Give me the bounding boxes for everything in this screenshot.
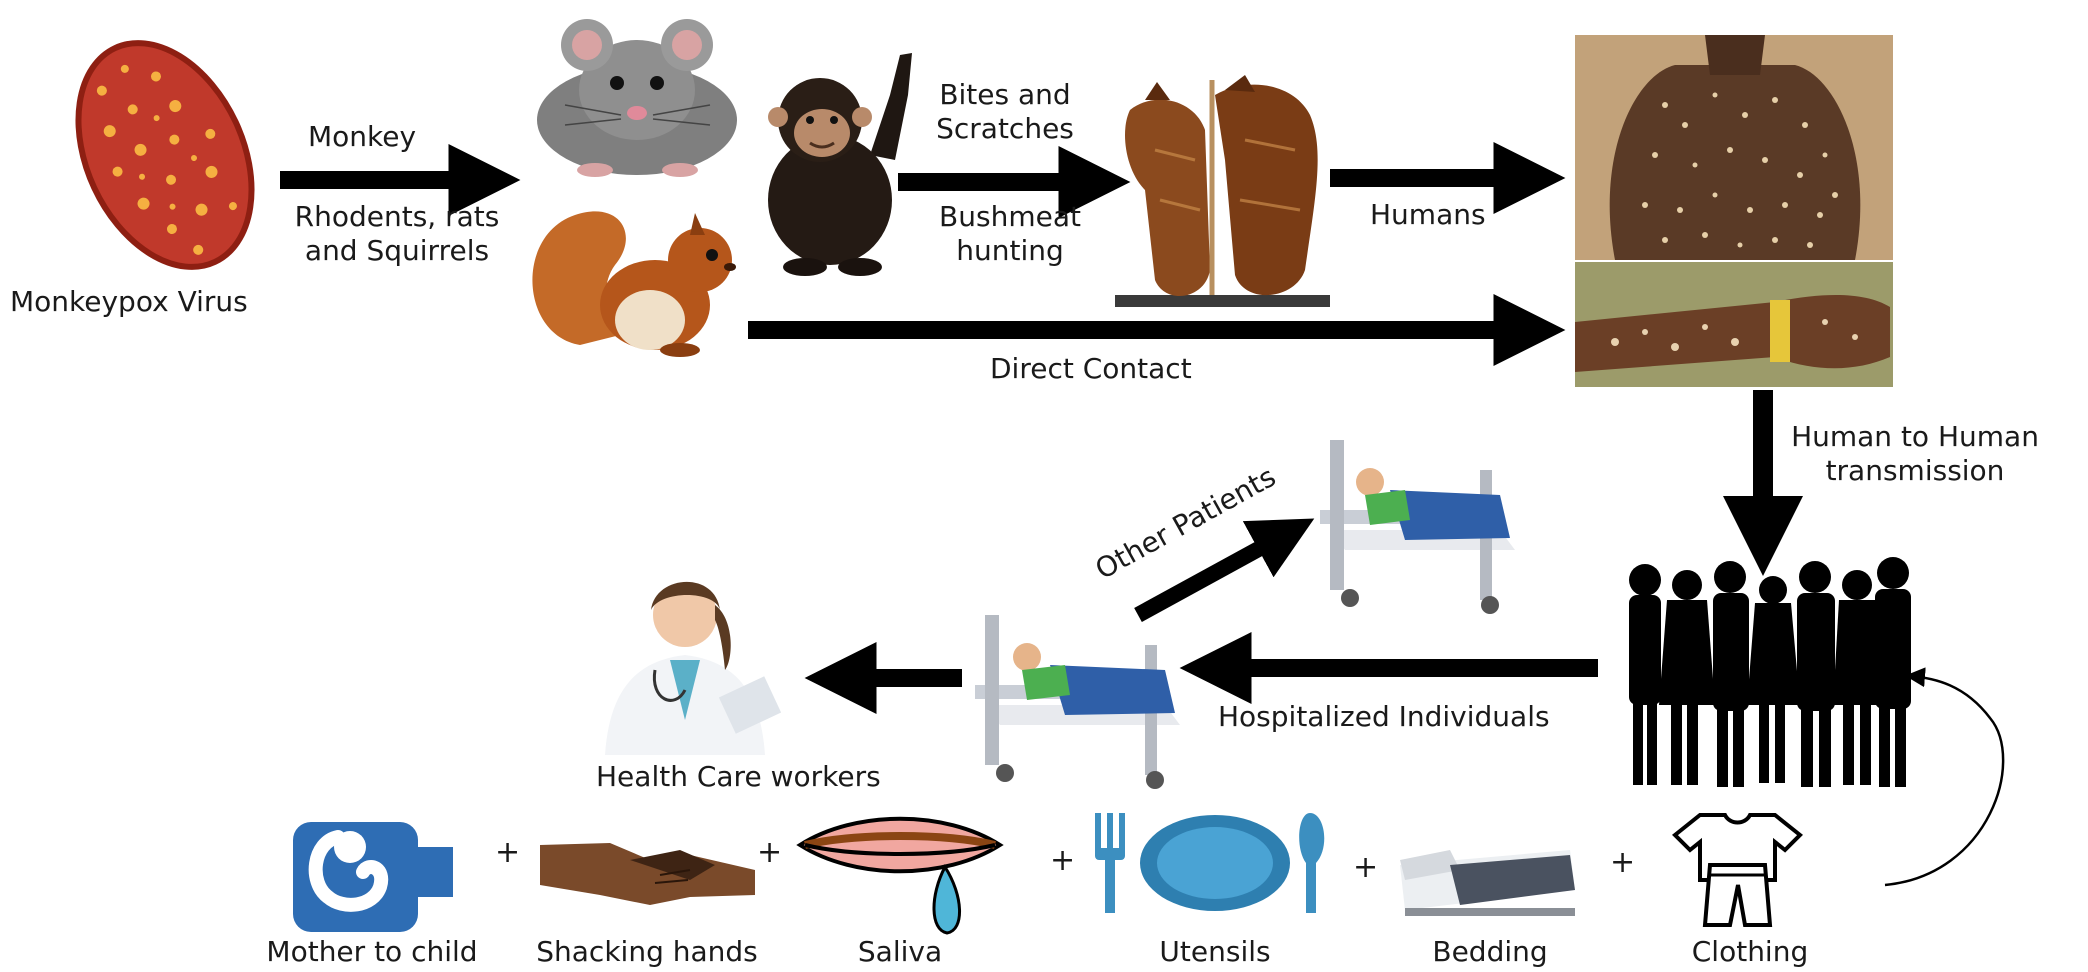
hospitalized-label: Hospitalized Individuals: [1218, 700, 1550, 733]
mother-to-child-icon: [293, 822, 453, 932]
arrow-clothing-return: [1884, 667, 2005, 887]
human-back-lesions-image: [1575, 35, 1893, 260]
health-care-label: Health Care workers: [596, 760, 881, 793]
humans-label: Humans: [1370, 198, 1486, 231]
route-label: Clothing: [1691, 935, 1809, 968]
arrow-to-other-patients: [1134, 518, 1315, 623]
plus-sign: +: [1353, 850, 1379, 885]
plus-sign: +: [495, 835, 521, 870]
plus-sign: +: [1050, 843, 1076, 878]
route-label: Mother to child: [266, 935, 478, 968]
health-care-worker-image: [605, 581, 782, 755]
squirrel-image: [532, 211, 736, 357]
route-label: Bedding: [1432, 935, 1548, 968]
chimpanzee-image: [768, 53, 912, 276]
plus-sign: +: [1610, 845, 1636, 880]
route-label: Saliva: [857, 935, 943, 968]
bedding-icon: [1400, 850, 1575, 916]
crowd-silhouette-image: [1629, 557, 1911, 787]
hospital-bed-hospitalized: [975, 615, 1180, 789]
route-label: Shacking hands: [536, 935, 758, 968]
shaking-hands-icon: [540, 843, 755, 905]
human-hand-lesions-image: [1575, 262, 1893, 387]
direct-contact-label: Direct Contact: [990, 352, 1192, 385]
monkey-label: Monkey: [308, 120, 417, 153]
plus-sign: +: [757, 835, 783, 870]
bushmeat-image: [1115, 75, 1330, 307]
hospital-bed-other-patients: [1320, 440, 1515, 614]
virus-image: [75, 40, 255, 270]
virus-label: Monkeypox Virus: [10, 285, 248, 318]
clothing-icon: [1672, 813, 1803, 927]
rat-image: [537, 19, 737, 177]
utensils-icon: [1095, 813, 1325, 913]
saliva-icon: [796, 816, 1004, 935]
route-label: Utensils: [1159, 935, 1271, 968]
